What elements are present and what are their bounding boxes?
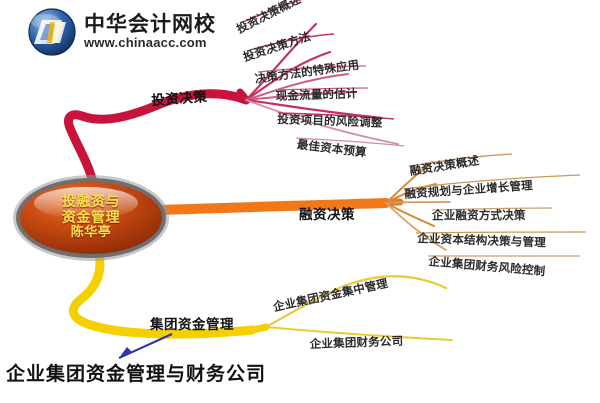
- center-node-line1: 投融资与: [62, 194, 120, 211]
- center-node-line3: 陈华亭: [70, 225, 112, 241]
- chinaacc-logo-icon: [28, 8, 76, 56]
- branch-label-investment[interactable]: 投资决策: [150, 89, 208, 109]
- center-node-shape: [13, 175, 169, 261]
- branch-investment: [64, 0, 405, 201]
- branch-group-fund: [68, 245, 453, 341]
- node-group-fund-2[interactable]: 企业集团财务公司: [309, 333, 404, 352]
- brand-logo[interactable]: 中华会计网校 www.chinaacc.com: [28, 8, 216, 56]
- center-node-line2: 资金管理: [62, 209, 120, 226]
- node-financing-3[interactable]: 企业融资方式决策: [432, 208, 526, 222]
- branch-label-group-fund[interactable]: 集团资金管理: [150, 317, 234, 333]
- brand-name: 中华会计网校: [84, 12, 216, 37]
- logo-mark-placeholder: [28, 8, 76, 56]
- node-investment-4[interactable]: 现金流量的估计: [275, 86, 358, 104]
- center-node[interactable]: 投融资与 资金管理 陈华亭: [16, 176, 166, 260]
- page-caption: 企业集团资金管理与财务公司: [6, 363, 267, 385]
- brand-text: 中华会计网校 www.chinaacc.com: [84, 13, 216, 51]
- arrow-up-right-icon: [118, 333, 173, 359]
- brand-url: www.chinaacc.com: [84, 35, 207, 51]
- branch-label-financing[interactable]: 融资决策: [299, 207, 355, 223]
